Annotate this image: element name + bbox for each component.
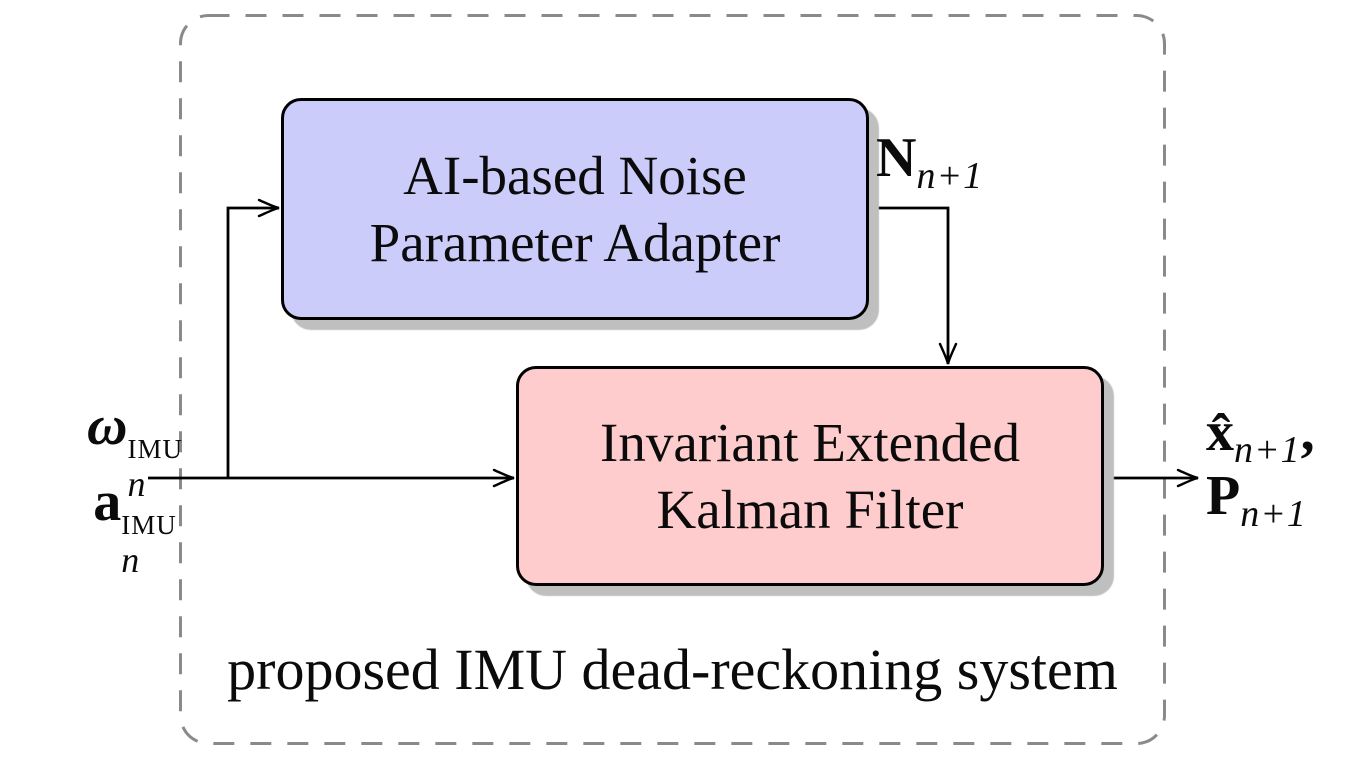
noise-subscript: n+1 [916, 155, 984, 197]
noise-output-label: Nn+1 [876, 130, 983, 195]
gyro-symbol: ω [87, 395, 128, 457]
state-comma: , [1300, 401, 1315, 463]
filter-output-labels: x̂n+1, Pn+1 [1206, 401, 1315, 535]
adapter-box: AI-based Noise Parameter Adapter [281, 98, 869, 320]
adapter-box-label-line2: Parameter Adapter [369, 212, 781, 273]
covariance-subscript: n+1 [1240, 493, 1307, 535]
gyro-superscript: IMU [127, 434, 183, 464]
covariance-symbol: P [1206, 465, 1241, 527]
gyro-subscript: n [127, 464, 146, 504]
state-symbol: x̂ [1206, 401, 1234, 463]
adapter-box-label-line1: AI-based Noise [403, 144, 747, 206]
filter-box: Invariant Extended Kalman Filter [516, 366, 1104, 586]
system-boundary [179, 14, 1166, 745]
state-output-label: x̂n+1, [1206, 401, 1315, 471]
filter-box-label-line2: Kalman Filter [656, 479, 964, 540]
covariance-output-label: Pn+1 [1206, 465, 1315, 535]
noise-symbol: N [876, 127, 917, 189]
accel-symbol: a [93, 471, 122, 533]
accel-subscript: n [121, 540, 140, 580]
accel-superscript: IMU [121, 510, 177, 540]
state-subscript: n+1 [1234, 429, 1301, 471]
filter-box-label-line1: Invariant Extended [600, 411, 1020, 473]
flow-arrow-noise-to-filter [869, 206, 958, 365]
system-caption: proposed IMU dead-reckoning system [227, 637, 1118, 702]
flow-arrow-input-to-adapter [226, 198, 280, 478]
